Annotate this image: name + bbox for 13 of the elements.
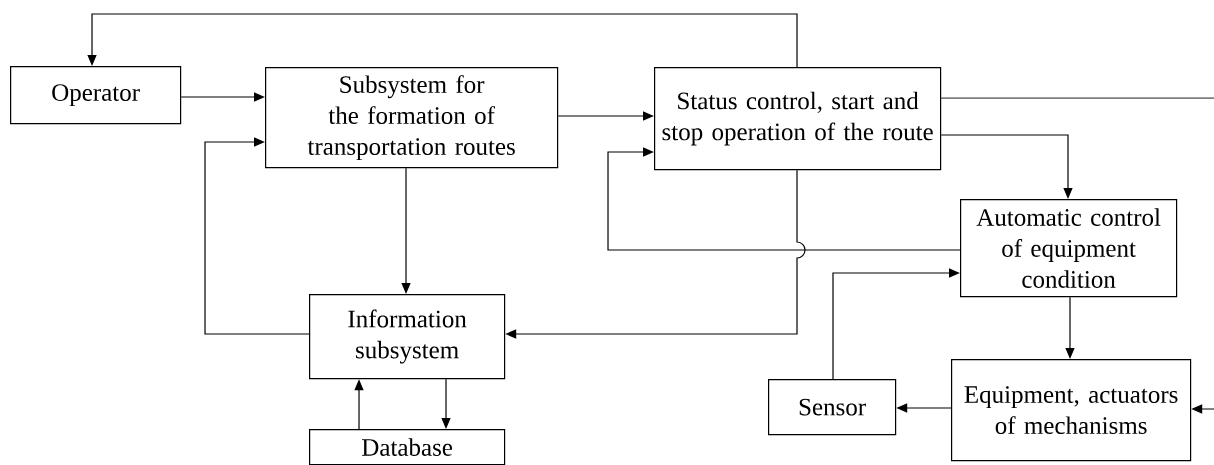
process-box: Database: [309, 429, 506, 465]
process-box: Information subsystem: [309, 294, 506, 380]
arrow: [607, 147, 961, 251]
process-box: Status control, start and stop operation of the route: [654, 67, 942, 171]
process-box: Operator: [10, 66, 182, 125]
process-box: Automatic control of equipment condition: [960, 199, 1178, 298]
arrow: [557, 111, 654, 121]
process-box: Sensor: [768, 379, 897, 436]
arrow: [180, 92, 265, 102]
arrow: [87, 13, 798, 68]
arrow: [204, 137, 310, 335]
process-box: Equipment, actuators of mechanisms: [951, 359, 1192, 462]
process-box: Subsystem for the formation of transportation routes: [265, 67, 559, 169]
